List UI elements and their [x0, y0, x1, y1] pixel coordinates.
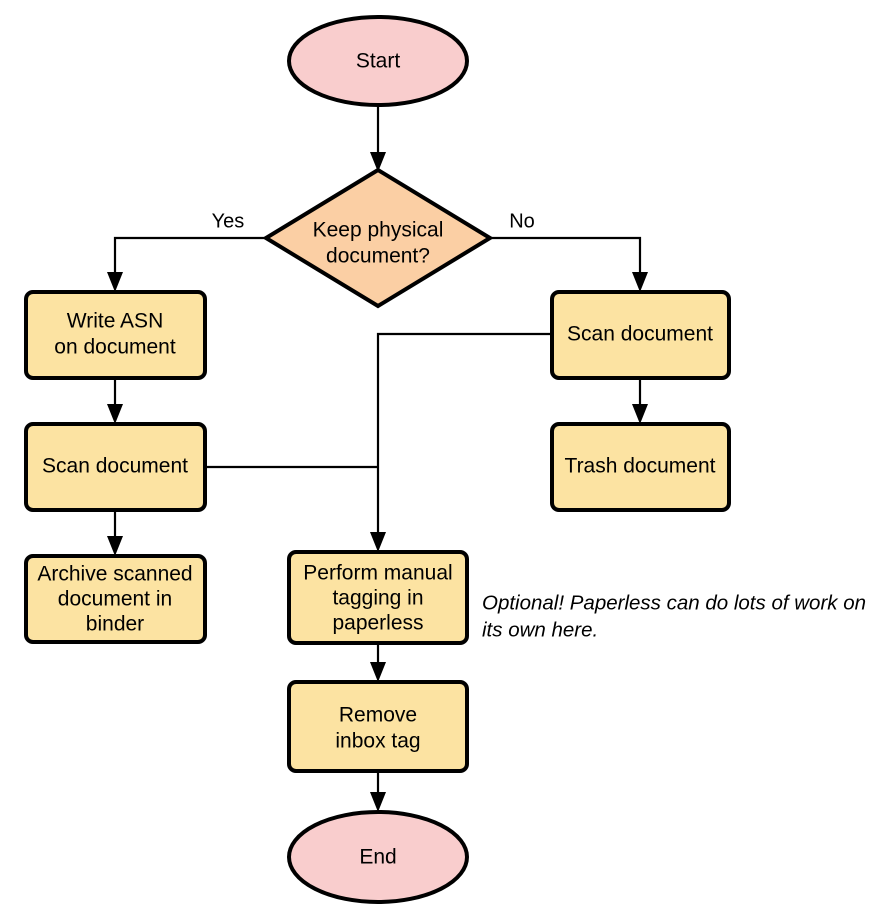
node-write-asn-label-line1: Write ASN — [67, 310, 163, 333]
node-decision-label-line1: Keep physical — [313, 219, 444, 242]
node-perform-manual-tagging[interactable]: Perform manual tagging in paperless — [287, 550, 469, 645]
annotation-line1: Optional! Paperless can do lots of work … — [482, 591, 866, 614]
annotation-optional-note: Optional! Paperless can do lots of work … — [482, 591, 866, 641]
node-archive-label-line1: Archive scanned — [37, 563, 192, 586]
node-tagging-label-line3: paperless — [332, 612, 423, 635]
node-decision-label-line2: document? — [326, 245, 430, 268]
edge-scan-left-to-archive — [107, 510, 123, 556]
node-write-asn-on-document[interactable]: Write ASN on document — [24, 290, 207, 380]
node-trash-document-label: Trash document — [565, 455, 716, 478]
edge-remove-inbox-to-end — [370, 771, 386, 812]
node-tagging-label-line2: tagging in — [332, 587, 423, 610]
edge-label-yes: Yes — [212, 210, 245, 232]
node-end-label: End — [359, 846, 396, 869]
node-scan-document-left[interactable]: Scan document — [24, 422, 207, 512]
node-scan-document-left-label: Scan document — [42, 455, 188, 478]
node-tagging-label-line1: Perform manual — [303, 562, 452, 585]
node-remove-inbox-tag[interactable]: Remove inbox tag — [287, 680, 469, 773]
edge-write-asn-to-scan-left — [107, 378, 123, 424]
node-archive-label-line3: binder — [86, 613, 144, 636]
edge-decision-no-to-scan-right: No — [490, 210, 648, 292]
annotation-line2: its own here. — [482, 618, 598, 641]
edge-start-to-decision — [370, 104, 386, 172]
node-archive-scanned-document[interactable]: Archive scanned document in binder — [24, 554, 207, 644]
node-scan-document-right-label: Scan document — [567, 323, 713, 346]
node-trash-document[interactable]: Trash document — [550, 422, 731, 512]
node-decision-keep-physical-document[interactable]: Keep physical document? — [262, 167, 494, 309]
node-remove-inbox-label-line1: Remove — [339, 704, 417, 727]
node-start[interactable]: Start — [287, 15, 469, 107]
edge-label-no: No — [509, 210, 535, 232]
node-start-label: Start — [356, 50, 401, 73]
edge-scan-right-to-tagging — [370, 332, 552, 552]
node-end[interactable]: End — [287, 810, 469, 904]
node-archive-label-line2: document in — [58, 588, 172, 611]
node-remove-inbox-label-line2: inbox tag — [335, 730, 420, 753]
node-scan-document-right[interactable]: Scan document — [550, 290, 731, 380]
edge-scan-right-to-trash — [632, 378, 648, 424]
edge-tagging-to-remove-inbox — [370, 643, 386, 682]
edge-decision-yes-to-write-asn: Yes — [107, 210, 266, 292]
node-write-asn-label-line2: on document — [54, 336, 176, 359]
